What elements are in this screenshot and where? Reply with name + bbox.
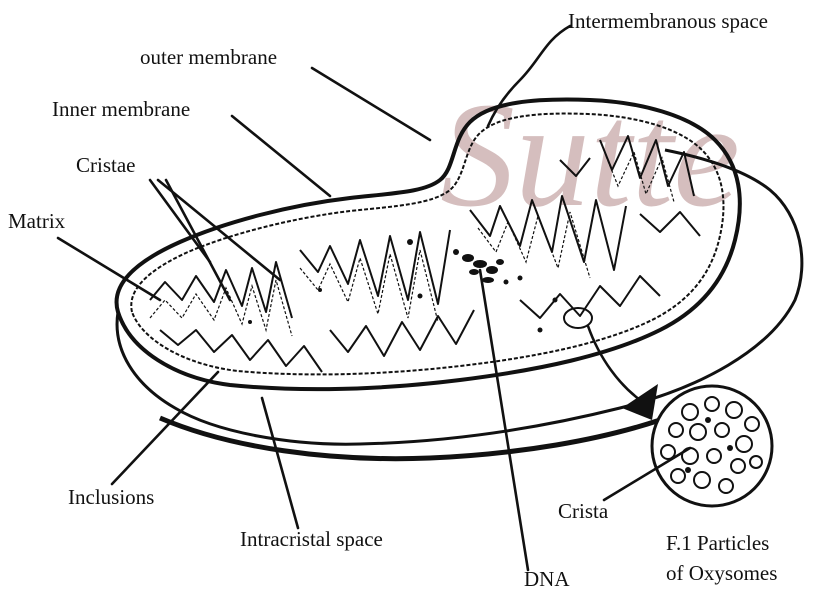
oxysome-particles-magnified xyxy=(652,386,772,506)
label-particles-line1: F.1 Particles xyxy=(666,531,769,555)
leader-intracristal-space xyxy=(262,398,298,528)
leader-matrix xyxy=(58,238,160,300)
label-particles-line2: of Oxysomes xyxy=(666,561,777,585)
label-cristae: Cristae xyxy=(76,153,135,177)
leader-inner-membrane xyxy=(232,116,330,196)
label-dna: DNA xyxy=(524,567,570,591)
leader-outer-membrane xyxy=(312,68,430,140)
outer-rim-shading xyxy=(160,418,660,459)
label-inner-membrane: Inner membrane xyxy=(52,97,190,121)
label-outer-membrane: outer membrane xyxy=(140,45,277,69)
label-crista: Crista xyxy=(558,499,609,523)
label-inclusions: Inclusions xyxy=(68,485,154,509)
label-intermembranous-space: Intermembranous space xyxy=(568,9,768,33)
leader-inclusions xyxy=(112,372,218,484)
matrix-granules xyxy=(248,239,558,333)
label-matrix: Matrix xyxy=(8,209,66,233)
leader-cristae-1 xyxy=(158,180,280,280)
leader-dna xyxy=(480,270,528,570)
leader-cristae-3 xyxy=(150,180,210,262)
label-intracristal-space: Intracristal space xyxy=(240,527,383,551)
watermark: Sutte xyxy=(440,72,740,238)
